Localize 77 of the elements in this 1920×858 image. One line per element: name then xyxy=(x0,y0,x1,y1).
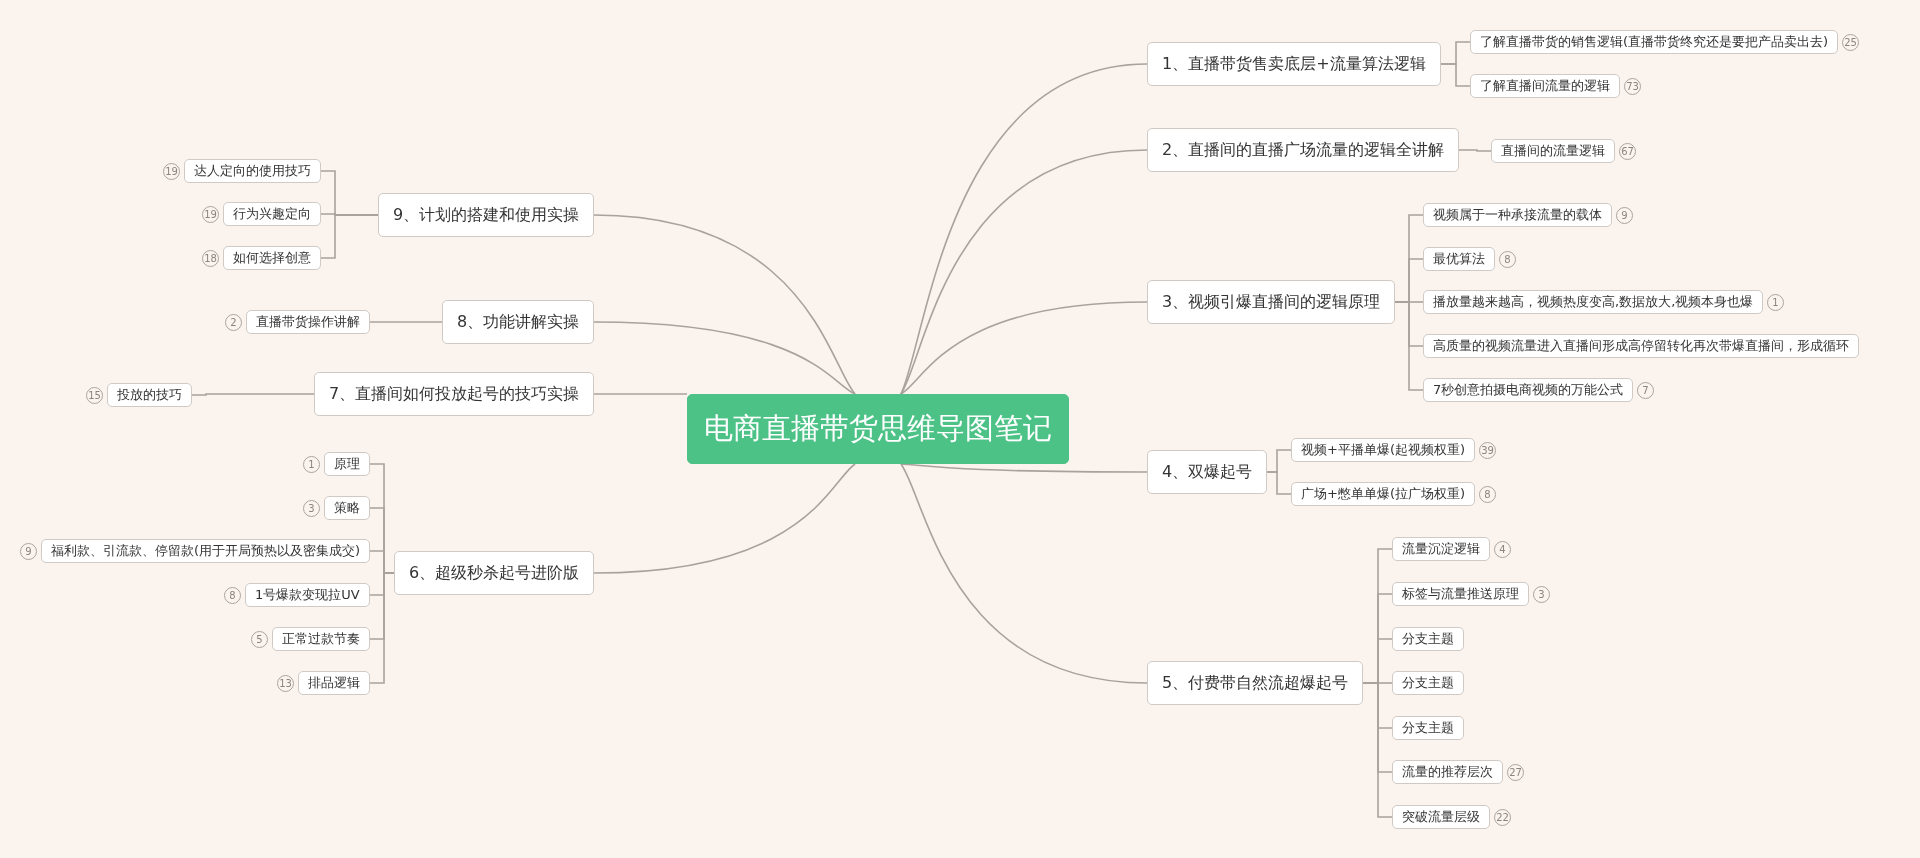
subtopic-box: 突破流量层级 xyxy=(1392,805,1490,829)
count-badge: 1 xyxy=(303,455,320,473)
count-badge: 8 xyxy=(224,586,241,604)
count-badge: 39 xyxy=(1479,441,1496,459)
topic-box: 9、计划的搭建和使用实操 xyxy=(378,193,595,237)
count-badge: 19 xyxy=(202,205,219,223)
subtopic-box: 7秒创意拍摄电商视频的万能公式 xyxy=(1423,378,1634,402)
topic-box: 8、功能讲解实操 xyxy=(442,300,595,344)
subtopic-box: 分支主题 xyxy=(1392,671,1464,695)
subtopic-box: 直播带货操作讲解 xyxy=(246,310,370,334)
subtopic-box: 分支主题 xyxy=(1392,627,1464,651)
connector xyxy=(900,301,1148,395)
topic-box: 1、直播带货售卖底层+流量算法逻辑 xyxy=(1147,42,1441,86)
count-badge: 25 xyxy=(1842,33,1859,51)
subtopic-box: 策略 xyxy=(324,496,370,520)
subtopic-box: 视频属于一种承接流量的载体 xyxy=(1423,203,1612,227)
connector xyxy=(320,214,379,259)
subtopic-box: 播放量越来越高，视频热度变高,数据放大,视频本身也爆 xyxy=(1423,290,1764,314)
count-badge: 27 xyxy=(1507,763,1524,781)
subtopic-box: 标签与流量推送原理 xyxy=(1392,582,1529,606)
subtopic-box: 高质量的视频流量进入直播间形成高停留转化再次带爆直播间，形成循环 xyxy=(1423,334,1859,358)
subtopic-box: 广场+憋单单爆(拉广场权重) xyxy=(1291,482,1476,506)
subtopic-box: 福利款、引流款、停留款(用于开局预热以及密集成交) xyxy=(41,539,371,563)
connector xyxy=(369,572,395,684)
connector xyxy=(1266,471,1292,495)
connector xyxy=(593,393,688,395)
subtopic-box: 分支主题 xyxy=(1392,716,1464,740)
connector xyxy=(593,463,856,574)
topic-box: 6、超级秒杀起号进阶版 xyxy=(394,551,595,595)
subtopic-box: 达人定向的使用技巧 xyxy=(184,159,321,183)
subtopic-box: 流量的推荐层次 xyxy=(1392,760,1503,784)
count-badge: 9 xyxy=(20,542,37,560)
topic-box: 4、双爆起号 xyxy=(1147,450,1268,494)
count-badge: 5 xyxy=(251,630,268,648)
subtopic-box: 行为兴趣定向 xyxy=(223,202,321,226)
topic-box: 3、视频引爆直播间的逻辑原理 xyxy=(1147,280,1396,324)
subtopic-box: 如何选择创意 xyxy=(223,246,321,270)
topic-box: 2、直播间的直播广场流量的逻辑全讲解 xyxy=(1147,128,1460,172)
connector xyxy=(1362,682,1393,818)
subtopic-box: 正常过款节奏 xyxy=(272,627,370,651)
connector xyxy=(900,463,1148,684)
subtopic-box: 最优算法 xyxy=(1423,247,1495,271)
count-badge: 18 xyxy=(202,249,219,267)
count-badge: 73 xyxy=(1624,77,1641,95)
count-badge: 9 xyxy=(1616,206,1633,224)
connector xyxy=(900,149,1148,395)
subtopic-box: 1号爆款变现拉UV xyxy=(245,583,370,607)
subtopic-box: 直播间的流量逻辑 xyxy=(1491,139,1615,163)
count-badge: 7 xyxy=(1637,381,1654,399)
count-badge: 4 xyxy=(1494,540,1511,558)
count-badge: 3 xyxy=(1533,585,1550,603)
connector xyxy=(593,214,856,395)
connector xyxy=(593,321,856,395)
count-badge: 1 xyxy=(1767,293,1784,311)
count-badge: 22 xyxy=(1494,808,1511,826)
count-badge: 8 xyxy=(1499,250,1516,268)
count-badge: 13 xyxy=(277,674,294,692)
count-badge: 2 xyxy=(225,313,242,331)
topic-box: 7、直播间如何投放起号的技巧实操 xyxy=(314,372,595,416)
topic-box: 5、付费带自然流超爆起号 xyxy=(1147,661,1364,705)
subtopic-box: 流量沉淀逻辑 xyxy=(1392,537,1490,561)
count-badge: 67 xyxy=(1619,142,1636,160)
connector xyxy=(1458,149,1492,152)
subtopic-box: 了解直播带货的销售逻辑(直播带货终究还是要把产品卖出去) xyxy=(1470,30,1839,54)
subtopic-box: 投放的技巧 xyxy=(107,383,192,407)
connector xyxy=(369,321,443,323)
subtopic-box: 排品逻辑 xyxy=(298,671,370,695)
count-badge: 3 xyxy=(303,499,320,517)
connector xyxy=(191,393,315,396)
count-badge: 8 xyxy=(1479,485,1496,503)
subtopic-box: 了解直播间流量的逻辑 xyxy=(1470,74,1620,98)
count-badge: 15 xyxy=(86,386,103,404)
count-badge: 19 xyxy=(163,162,180,180)
subtopic-box: 视频+平播单爆(起视频权重) xyxy=(1291,438,1476,462)
central-topic: 电商直播带货思维导图笔记 xyxy=(687,394,1069,464)
subtopic-box: 原理 xyxy=(324,452,370,476)
connector xyxy=(1440,63,1471,87)
